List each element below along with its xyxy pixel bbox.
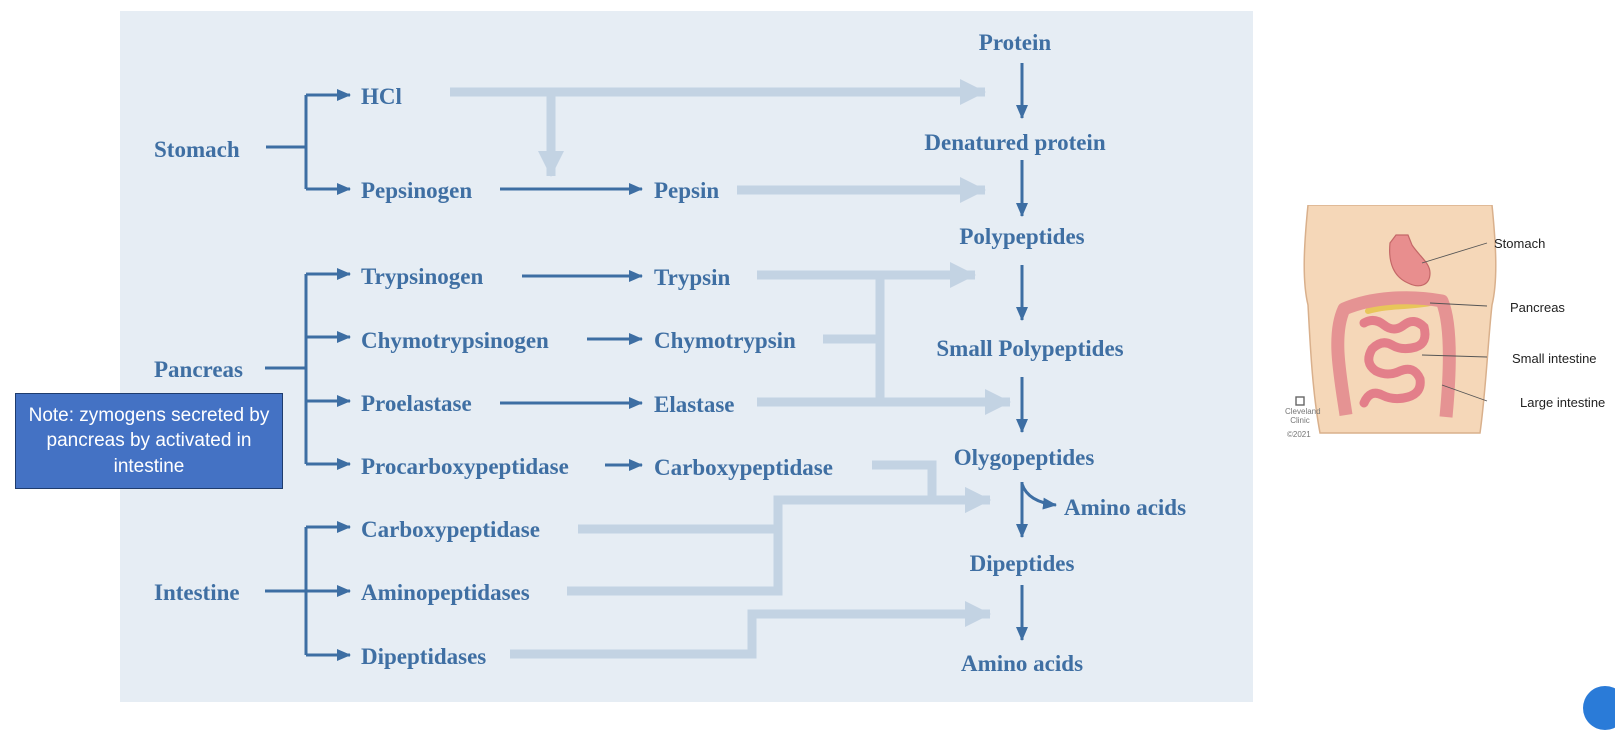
- enzyme-pepsin: Pepsin: [654, 178, 720, 203]
- enzyme-elastase: Elastase: [654, 392, 735, 417]
- pathway-arrows: [265, 63, 1057, 661]
- large-intestine-organ: [1331, 291, 1456, 418]
- zymogen-pepsinogen: Pepsinogen: [361, 178, 473, 203]
- zymogen-note: Note: zymogens secreted by pancreas by a…: [15, 393, 283, 489]
- product-olygopeptides: Olygopeptides: [953, 445, 1095, 470]
- digestive-system-illustration: Stomach Pancreas Small intestine Large i…: [1285, 204, 1615, 455]
- zymogen-procarboxypeptidase: Procarboxypeptidase: [361, 454, 569, 479]
- product-amino-acids-side: Amino acids: [1064, 495, 1187, 520]
- enzyme-dipeptidases: Dipeptidases: [361, 644, 487, 669]
- product-denatured-protein: Denatured protein: [924, 130, 1106, 155]
- illustration-label-small-intestine: Small intestine: [1512, 351, 1597, 366]
- illustration-label-large-intestine: Large intestine: [1520, 395, 1606, 410]
- product-protein: Protein: [978, 30, 1052, 55]
- illustration-leader-lines: [1421, 242, 1488, 402]
- enzyme-action-arrows: [450, 79, 1011, 659]
- product-small-polypeptides: Small Polypeptides: [936, 336, 1124, 361]
- enzyme-aminopeptidases: Aminopeptidases: [361, 580, 530, 605]
- cleveland-clinic-logo: [1295, 396, 1305, 406]
- olygopeptides-to-amino-acids-arrow: [1020, 483, 1057, 510]
- zymogen-note-text: Note: zymogens secreted by pancreas by a…: [28, 405, 270, 477]
- zymogen-chymotrypsinogen: Chymotrypsinogen: [361, 328, 549, 353]
- enzyme-intestinal-carboxypeptidase: Carboxypeptidase: [361, 517, 540, 542]
- stomach-branch: [266, 95, 308, 189]
- illustration-copyright: ©2021: [1287, 430, 1311, 439]
- product-amino-acids: Amino acids: [960, 651, 1084, 676]
- illustration-label-pancreas: Pancreas: [1510, 300, 1565, 315]
- dipeptidases-to-dipeptides-arrow: [510, 601, 991, 659]
- pancreas-branch: [265, 274, 308, 464]
- secretion-hcl: HCl: [361, 84, 402, 109]
- organ-stomach: Stomach: [154, 137, 240, 162]
- product-polypeptides: Polypeptides: [959, 224, 1085, 249]
- product-dipeptides: Dipeptides: [969, 551, 1075, 576]
- enzyme-trypsin: Trypsin: [654, 265, 731, 290]
- torso-drawing: [1295, 204, 1497, 434]
- carboxypeptidase-to-olygopeptides-arrow: [872, 460, 991, 513]
- flow-arrows: [265, 63, 1057, 661]
- enzyme-chymotrypsin: Chymotrypsin: [654, 328, 796, 353]
- cleveland-clinic-logo-text: Cleveland Clinic: [1285, 407, 1321, 425]
- small-intestine-organ: [1359, 315, 1430, 408]
- organ-intestine: Intestine: [154, 580, 240, 605]
- aminopeptidases-to-olygopeptides-arrow: [567, 487, 991, 596]
- zymogen-trypsinogen: Trypsinogen: [361, 264, 484, 289]
- enzyme-carboxypeptidase: Carboxypeptidase: [654, 455, 833, 480]
- illustration-label-stomach: Stomach: [1494, 236, 1546, 251]
- intestine-branch: [265, 527, 308, 655]
- stomach-organ: [1389, 234, 1431, 287]
- zymogen-proelastase: Proelastase: [361, 391, 472, 416]
- slide-number-badge: [1583, 686, 1615, 730]
- organ-pancreas: Pancreas: [154, 357, 244, 382]
